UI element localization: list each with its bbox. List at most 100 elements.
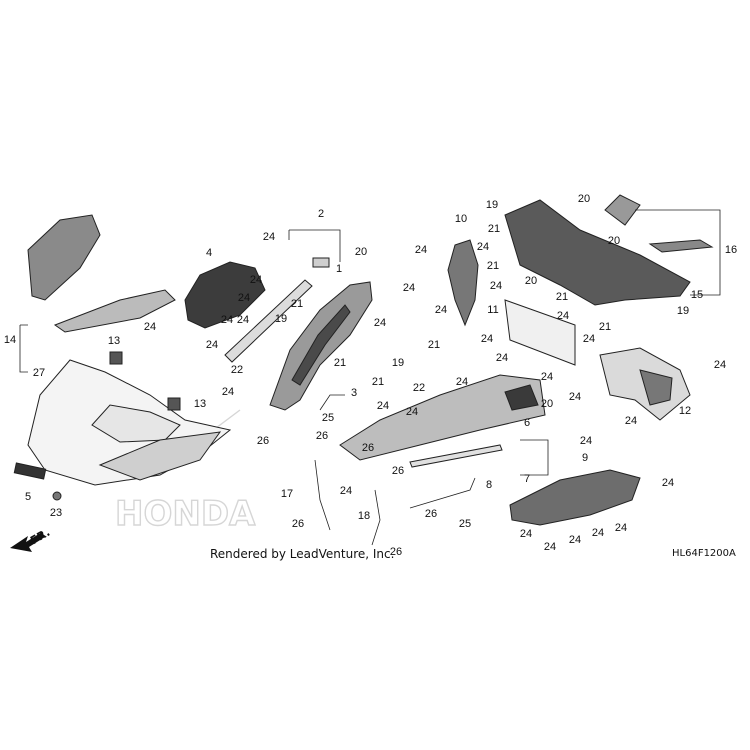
callout-24-c45[interactable]: 24 [541,371,553,383]
callout-26-c39[interactable]: 26 [392,465,404,477]
callout-24-c51[interactable]: 24 [403,282,415,294]
callout-20-c61[interactable]: 20 [525,275,537,287]
callout-20-c66[interactable]: 20 [578,193,590,205]
callout-25-c44[interactable]: 25 [459,518,471,530]
callout-12-c74[interactable]: 12 [679,405,691,417]
callout-21-c54[interactable]: 21 [488,223,500,235]
callout-21-c32[interactable]: 21 [372,376,384,388]
decal-stripe[interactable] [53,289,176,333]
inner-cover-10[interactable] [447,239,479,327]
callout-6-c47[interactable]: 6 [524,417,530,429]
clip-13-lower[interactable] [167,397,181,411]
callout-24-c57[interactable]: 24 [490,280,502,292]
callout-24-c52[interactable]: 24 [435,304,447,316]
callout-26-c42[interactable]: 26 [390,546,402,558]
callout-9-c76[interactable]: 9 [582,452,588,464]
callout-24-c6[interactable]: 24 [250,274,262,286]
callout-24-c63[interactable]: 24 [557,310,569,322]
callout-24-c36[interactable]: 24 [406,406,418,418]
emblem-5[interactable] [13,462,47,480]
clip-13-upper[interactable] [109,351,123,365]
callout-26-c23[interactable]: 26 [292,518,304,530]
callout-27-c27[interactable]: 27 [33,367,45,379]
callout-22-c33[interactable]: 22 [413,382,425,394]
callout-25-c19[interactable]: 25 [322,412,334,424]
callout-22-c16[interactable]: 22 [231,364,243,376]
callout-17-c22[interactable]: 17 [281,488,293,500]
callout-8-c43[interactable]: 8 [486,479,492,491]
callout-24-c14[interactable]: 24 [374,317,386,329]
callout-24-c38[interactable]: 24 [340,485,352,497]
decal-16-a[interactable] [604,194,641,226]
callout-21-c56[interactable]: 21 [487,260,499,272]
callout-24-c78[interactable]: 24 [520,528,532,540]
lower-cover-9-panel[interactable] [509,469,641,526]
callout-26-c20[interactable]: 26 [257,435,269,447]
side-emblem-2[interactable] [312,257,330,268]
callout-23-c29[interactable]: 23 [50,507,62,519]
rear-cover-15[interactable] [504,199,691,306]
heat-guard-11[interactable] [504,299,576,366]
callout-24-c10[interactable]: 24 [206,339,218,351]
callout-24-c8[interactable]: 24 [221,314,233,326]
callout-7-c48[interactable]: 7 [524,473,530,485]
callout-21-c64[interactable]: 21 [599,321,611,333]
center-cover-6[interactable] [339,374,546,461]
callout-3-c18[interactable]: 3 [351,387,357,399]
callout-24-c65[interactable]: 24 [583,333,595,345]
callout-16-c68[interactable]: 16 [725,244,737,256]
callout-15-c69[interactable]: 15 [691,289,703,301]
stay-17[interactable] [314,459,331,531]
callout-24-c59[interactable]: 24 [481,333,493,345]
callout-10-c49[interactable]: 10 [455,213,467,225]
callout-14-c26[interactable]: 14 [4,334,16,346]
callout-24-c75[interactable]: 24 [625,415,637,427]
stay-8[interactable] [409,477,476,509]
callout-26-c37[interactable]: 26 [362,442,374,454]
callout-11-c58[interactable]: 11 [487,304,498,316]
callout-13-c25[interactable]: 13 [194,398,206,410]
callout-26-c41[interactable]: 26 [425,508,437,520]
bracket-3[interactable] [319,394,345,411]
decal-side[interactable] [27,214,101,301]
callout-24-c82[interactable]: 24 [615,522,627,534]
callout-21-c62[interactable]: 21 [556,291,568,303]
callout-20-c46[interactable]: 20 [541,398,553,410]
callout-2-c1[interactable]: 2 [318,208,324,220]
callout-19-c70[interactable]: 19 [677,305,689,317]
callout-18-c40[interactable]: 18 [358,510,370,522]
callout-24-c55[interactable]: 24 [477,241,489,253]
callout-20-c3[interactable]: 20 [355,246,367,258]
callout-19-c13[interactable]: 19 [275,313,287,325]
callout-5-c28[interactable]: 5 [25,491,31,503]
callout-21-c15[interactable]: 21 [334,357,346,369]
callout-19-c53[interactable]: 19 [486,199,498,211]
callout-24-c35[interactable]: 24 [377,400,389,412]
callout-24-c80[interactable]: 24 [569,534,581,546]
clip-23[interactable] [52,491,62,501]
callout-24-c73[interactable]: 24 [580,435,592,447]
callout-24-c7[interactable]: 24 [238,292,250,304]
callout-24-c17[interactable]: 24 [222,386,234,398]
callout-24-c60[interactable]: 24 [496,352,508,364]
callout-21-c12[interactable]: 21 [291,298,303,310]
callout-24-c72[interactable]: 24 [569,391,581,403]
callout-19-c30[interactable]: 19 [392,357,404,369]
callout-24-c79[interactable]: 24 [544,541,556,553]
callout-24-c77[interactable]: 24 [662,477,674,489]
headlight-cover-panel[interactable] [184,261,266,329]
callout-13-c24[interactable]: 13 [108,335,120,347]
callout-24-c9[interactable]: 24 [237,314,249,326]
callout-24-c50[interactable]: 24 [415,244,427,256]
callout-21-c31[interactable]: 21 [428,339,440,351]
decal-16-b[interactable] [648,239,714,253]
stay-18[interactable] [371,489,381,546]
callout-4-c5[interactable]: 4 [206,247,212,259]
callout-24-c4[interactable]: 24 [263,231,275,243]
center-strip-7[interactable] [409,444,503,468]
callout-20-c67[interactable]: 20 [608,235,620,247]
callout-24-c34[interactable]: 24 [456,376,468,388]
callout-26-c21[interactable]: 26 [316,430,328,442]
callout-24-c71[interactable]: 24 [714,359,726,371]
side-strip-2[interactable] [224,279,313,363]
